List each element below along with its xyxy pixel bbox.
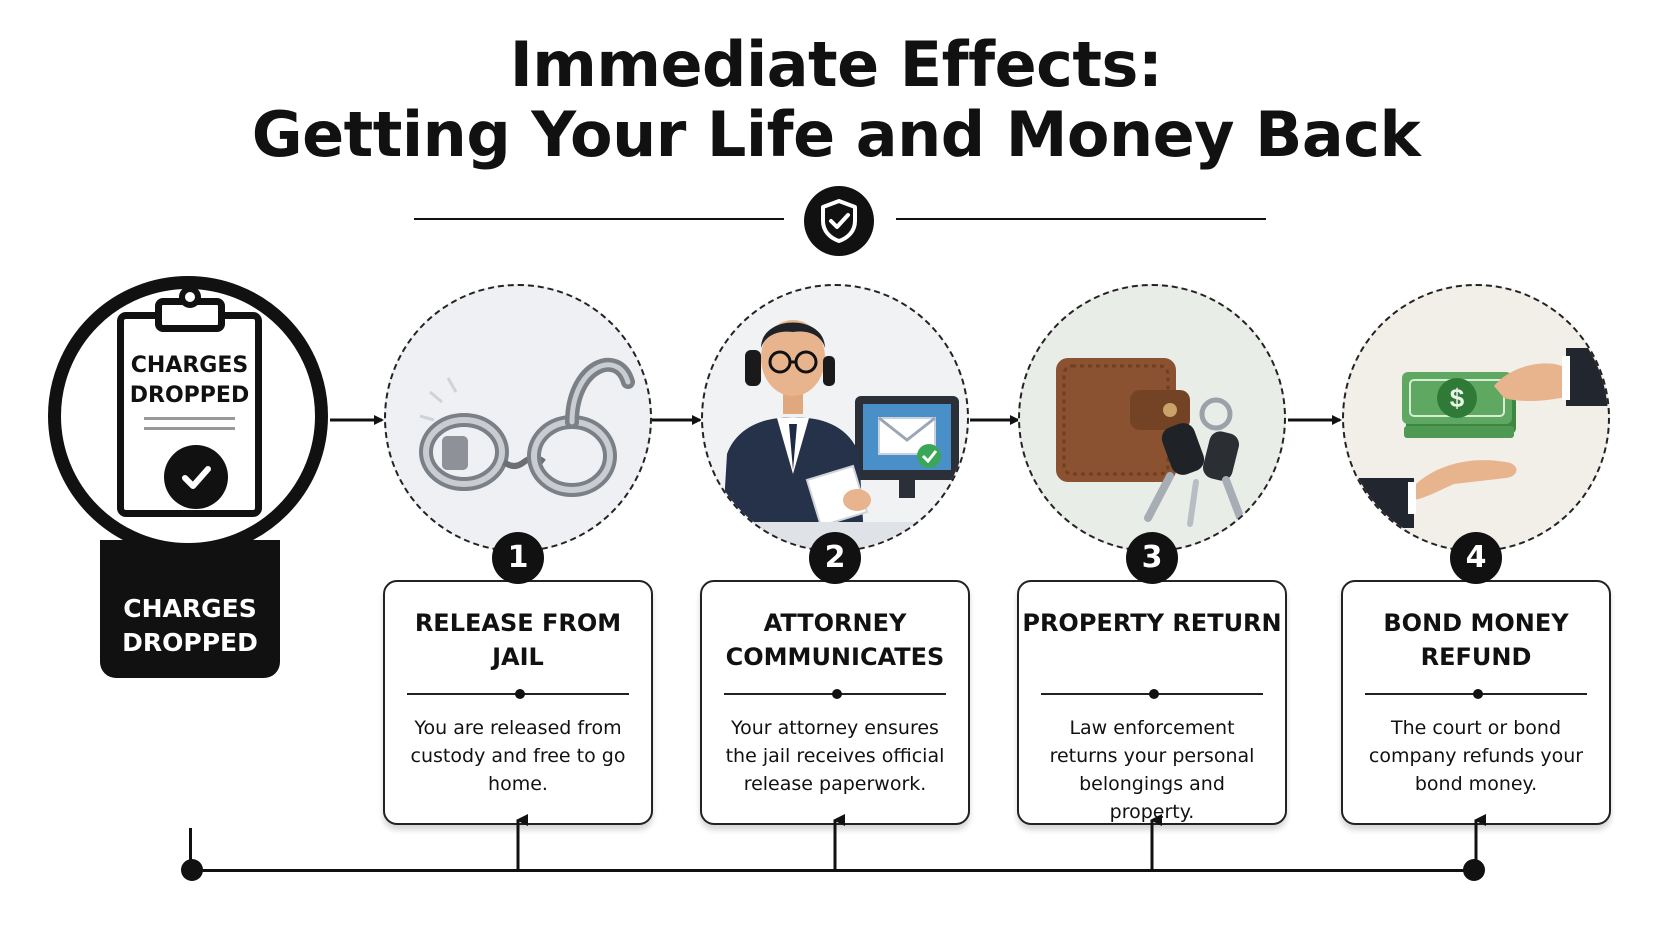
step-3-illustration — [1018, 284, 1286, 552]
card-divider-dot — [1473, 689, 1483, 699]
start-label: CHARGES DROPPED — [100, 540, 280, 678]
card-divider-dot — [515, 689, 525, 699]
title-line-2: Getting Your Life and Money Back — [251, 98, 1421, 171]
step-2-number: 2 — [809, 532, 861, 584]
clipboard-line — [144, 427, 235, 430]
money-refund-icon: $ — [1344, 348, 1608, 528]
step-title: PROPERTY RETURN — [1022, 609, 1282, 637]
step-description: Your attorney ensures the jail receives … — [725, 717, 945, 795]
clipboard-label: CHARGES DROPPED — [129, 353, 250, 408]
attorney-phone-icon — [703, 320, 967, 550]
shield-check-icon — [804, 186, 874, 256]
svg-text:$: $ — [1450, 383, 1465, 413]
timeline-start-tick — [189, 828, 192, 870]
step-title: ATTORNEY COMMUNICATES — [725, 609, 945, 671]
title-line-1: Immediate Effects: — [509, 28, 1163, 101]
step-1-number: 1 — [492, 532, 544, 584]
timeline-start-dot — [181, 859, 203, 881]
wallet-keys-icon — [1056, 358, 1246, 527]
clipboard-clip-knob — [179, 286, 201, 308]
step-4-number: 4 — [1450, 532, 1502, 584]
card-divider-dot — [1149, 689, 1159, 699]
step-title: RELEASE FROM JAIL — [414, 609, 622, 671]
step-description: Law enforcement returns your personal be… — [1049, 717, 1255, 823]
card-divider-dot — [832, 689, 842, 699]
step-2-illustration — [701, 284, 969, 552]
step-4-illustration: $ — [1342, 284, 1610, 552]
header-divider-left — [414, 218, 784, 220]
step-title: BOND MONEY REFUND — [1383, 609, 1569, 671]
step-2-card: ATTORNEY COMMUNICATES Your attorney ensu… — [700, 580, 970, 825]
timeline-end-dot — [1463, 859, 1485, 881]
step-3-card: PROPERTY RETURN Law enforcement returns … — [1017, 580, 1287, 825]
clipboard-line — [144, 417, 235, 420]
step-1-illustration — [384, 284, 652, 552]
step-description: The court or bond company refunds your b… — [1368, 717, 1584, 795]
clipboard-check-icon: CHARGES DROPPED — [117, 312, 262, 517]
check-icon — [164, 445, 228, 509]
header-divider-right — [896, 218, 1266, 220]
step-description: You are released from custody and free t… — [410, 717, 626, 795]
timeline-line — [192, 869, 1474, 872]
step-4-card: BOND MONEY REFUND The court or bond comp… — [1341, 580, 1611, 825]
step-1-card: RELEASE FROM JAIL You are released from … — [383, 580, 653, 825]
handcuffs-icon — [419, 357, 635, 497]
step-3-number: 3 — [1126, 532, 1178, 584]
page-title: Immediate Effects: Getting Your Life and… — [0, 30, 1672, 170]
